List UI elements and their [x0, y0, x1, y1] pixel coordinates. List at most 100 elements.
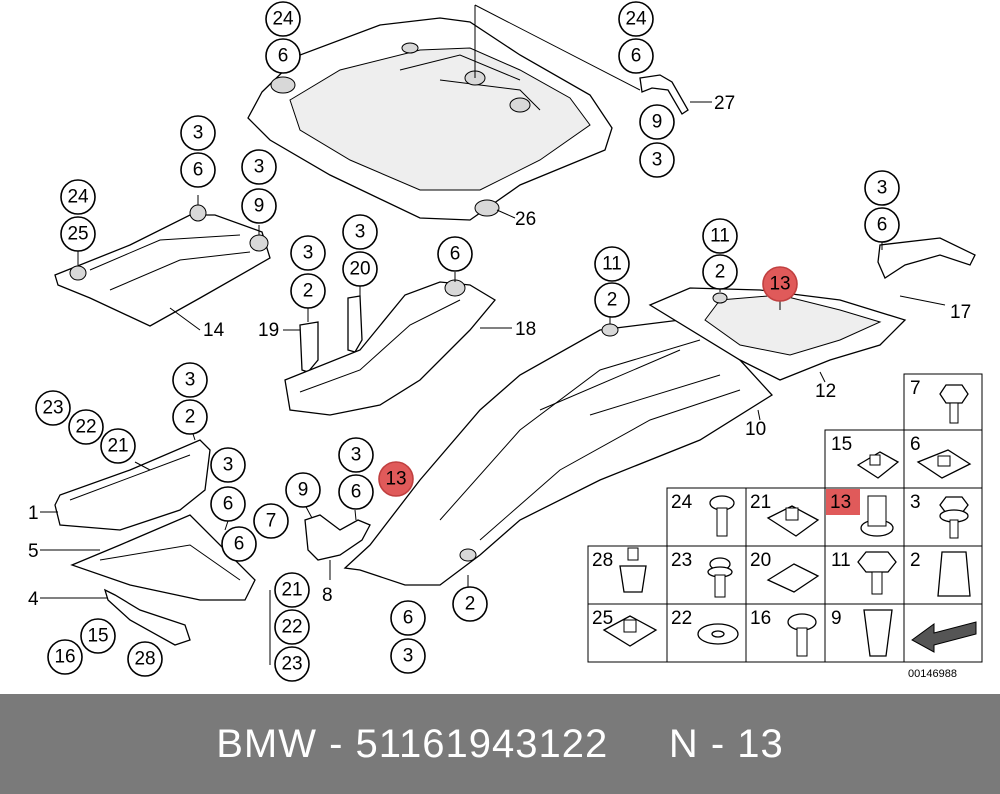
callout-6-top: 6	[265, 38, 301, 74]
callout-9-b: 9	[241, 188, 277, 224]
svg-text:24: 24	[625, 9, 647, 30]
callout-23-a: 23	[35, 390, 71, 426]
svg-text:27: 27	[714, 93, 735, 114]
torx-screw-icon	[787, 613, 817, 657]
callout-2-c: 2	[290, 273, 326, 309]
svg-text:1: 1	[28, 503, 39, 524]
callout-6-a: 6	[180, 152, 216, 188]
part-1-5-4-assembly	[40, 424, 256, 646]
label-17: 17	[950, 302, 971, 323]
callout-21-a: 21	[100, 428, 136, 464]
svg-text:2: 2	[715, 262, 726, 283]
svg-text:3: 3	[193, 123, 204, 144]
svg-text:2: 2	[607, 290, 618, 311]
part-18-shield	[284, 272, 512, 416]
grid-label-13-highlight	[826, 489, 860, 515]
svg-text:18: 18	[515, 319, 536, 340]
svg-text:28: 28	[134, 649, 155, 670]
svg-text:9: 9	[254, 196, 265, 217]
speed-nut-icon	[916, 449, 972, 479]
grid-label-15: 15	[831, 434, 852, 455]
callout-6-h: 6	[864, 207, 900, 243]
svg-text:24: 24	[67, 187, 89, 208]
part-10-panel	[343, 315, 774, 590]
cage-nut-icon	[602, 615, 658, 647]
plastic-nut-icon	[863, 609, 893, 657]
screw-icon	[709, 495, 735, 537]
svg-text:3: 3	[652, 150, 663, 171]
hex-nut-icon	[860, 495, 894, 537]
label-1: 1	[28, 503, 39, 524]
callout-3-c: 3	[290, 235, 326, 271]
callout-24-left: 24	[60, 179, 96, 215]
callout-9-right: 9	[639, 104, 675, 140]
svg-text:17: 17	[950, 302, 971, 323]
callout-7: 7	[253, 503, 289, 539]
callout-6-k: 6	[221, 526, 257, 562]
u-clip-icon	[766, 505, 820, 537]
svg-text:16: 16	[54, 647, 75, 668]
callout-24-top: 24	[265, 1, 301, 37]
svg-text:2: 2	[303, 281, 314, 302]
hardware-legend-grid: 7 15 6 24 21 13 3 28 23 20 11 2 25 22 16…	[587, 373, 983, 680]
grid-label-22: 22	[671, 608, 692, 629]
grid-label-9: 9	[831, 608, 842, 629]
svg-text:21: 21	[281, 580, 302, 601]
callout-6-right: 6	[618, 38, 654, 74]
callout-3-m: 3	[338, 437, 374, 473]
grid-label-21: 21	[750, 492, 771, 513]
parts-diagram: 24 6 24 6 9 3 27 26 3 6 3 9 24 25 14 3 2…	[28, 1, 983, 682]
callout-2-n: 2	[452, 586, 488, 622]
svg-text:3: 3	[303, 243, 314, 264]
label-14: 14	[203, 320, 225, 341]
part-14-panel	[54, 195, 271, 331]
grid-label-13: 13	[830, 492, 851, 513]
svg-text:6: 6	[193, 160, 204, 181]
callout-20: 20	[342, 251, 378, 287]
callout-22-a: 22	[68, 409, 104, 445]
svg-text:25: 25	[67, 224, 88, 245]
grid-cell-7	[903, 373, 983, 431]
svg-text:20: 20	[349, 259, 370, 280]
svg-text:11: 11	[710, 226, 730, 247]
label-12: 12	[815, 381, 836, 402]
label-5: 5	[28, 541, 39, 562]
svg-text:3: 3	[351, 445, 362, 466]
svg-text:26: 26	[515, 209, 536, 230]
svg-text:3: 3	[254, 157, 265, 178]
direction-arrow-icon	[911, 621, 977, 653]
callout-13-highlighted-a: 13	[762, 266, 798, 302]
svg-text:24: 24	[272, 9, 294, 30]
callout-21-b: 21	[274, 572, 310, 608]
callout-2-f: 2	[594, 282, 630, 318]
label-10: 10	[745, 419, 766, 440]
svg-text:12: 12	[815, 381, 836, 402]
svg-text:3: 3	[185, 370, 196, 391]
spring-clip-icon	[766, 563, 820, 593]
callout-9-l: 9	[285, 472, 321, 508]
svg-text:19: 19	[258, 320, 279, 341]
footer-bar: BMW - 51161943122 N - 13	[0, 694, 1000, 794]
grid-label-25: 25	[592, 608, 613, 629]
grid-label-28: 28	[592, 550, 613, 571]
svg-text:6: 6	[351, 482, 362, 503]
callout-25-left: 25	[60, 216, 96, 252]
flange-screw-icon	[939, 496, 969, 539]
callout-3-j: 3	[210, 447, 246, 483]
label-19: 19	[258, 320, 279, 341]
part-17-bracket	[877, 237, 976, 306]
label-8: 8	[322, 585, 333, 606]
callout-3-a: 3	[180, 115, 216, 151]
svg-text:3: 3	[877, 178, 888, 199]
svg-text:6: 6	[450, 244, 461, 265]
callout-22-b: 22	[274, 609, 310, 645]
svg-text:6: 6	[223, 494, 234, 515]
label-27: 27	[714, 93, 735, 114]
grid-label-24: 24	[671, 492, 693, 513]
grid-label-20: 20	[750, 550, 771, 571]
svg-text:3: 3	[355, 222, 366, 243]
label-4: 4	[28, 589, 39, 610]
part-19-20-brackets	[283, 280, 363, 373]
callout-3-d: 3	[342, 214, 378, 250]
image-id: 00146988	[908, 668, 957, 680]
